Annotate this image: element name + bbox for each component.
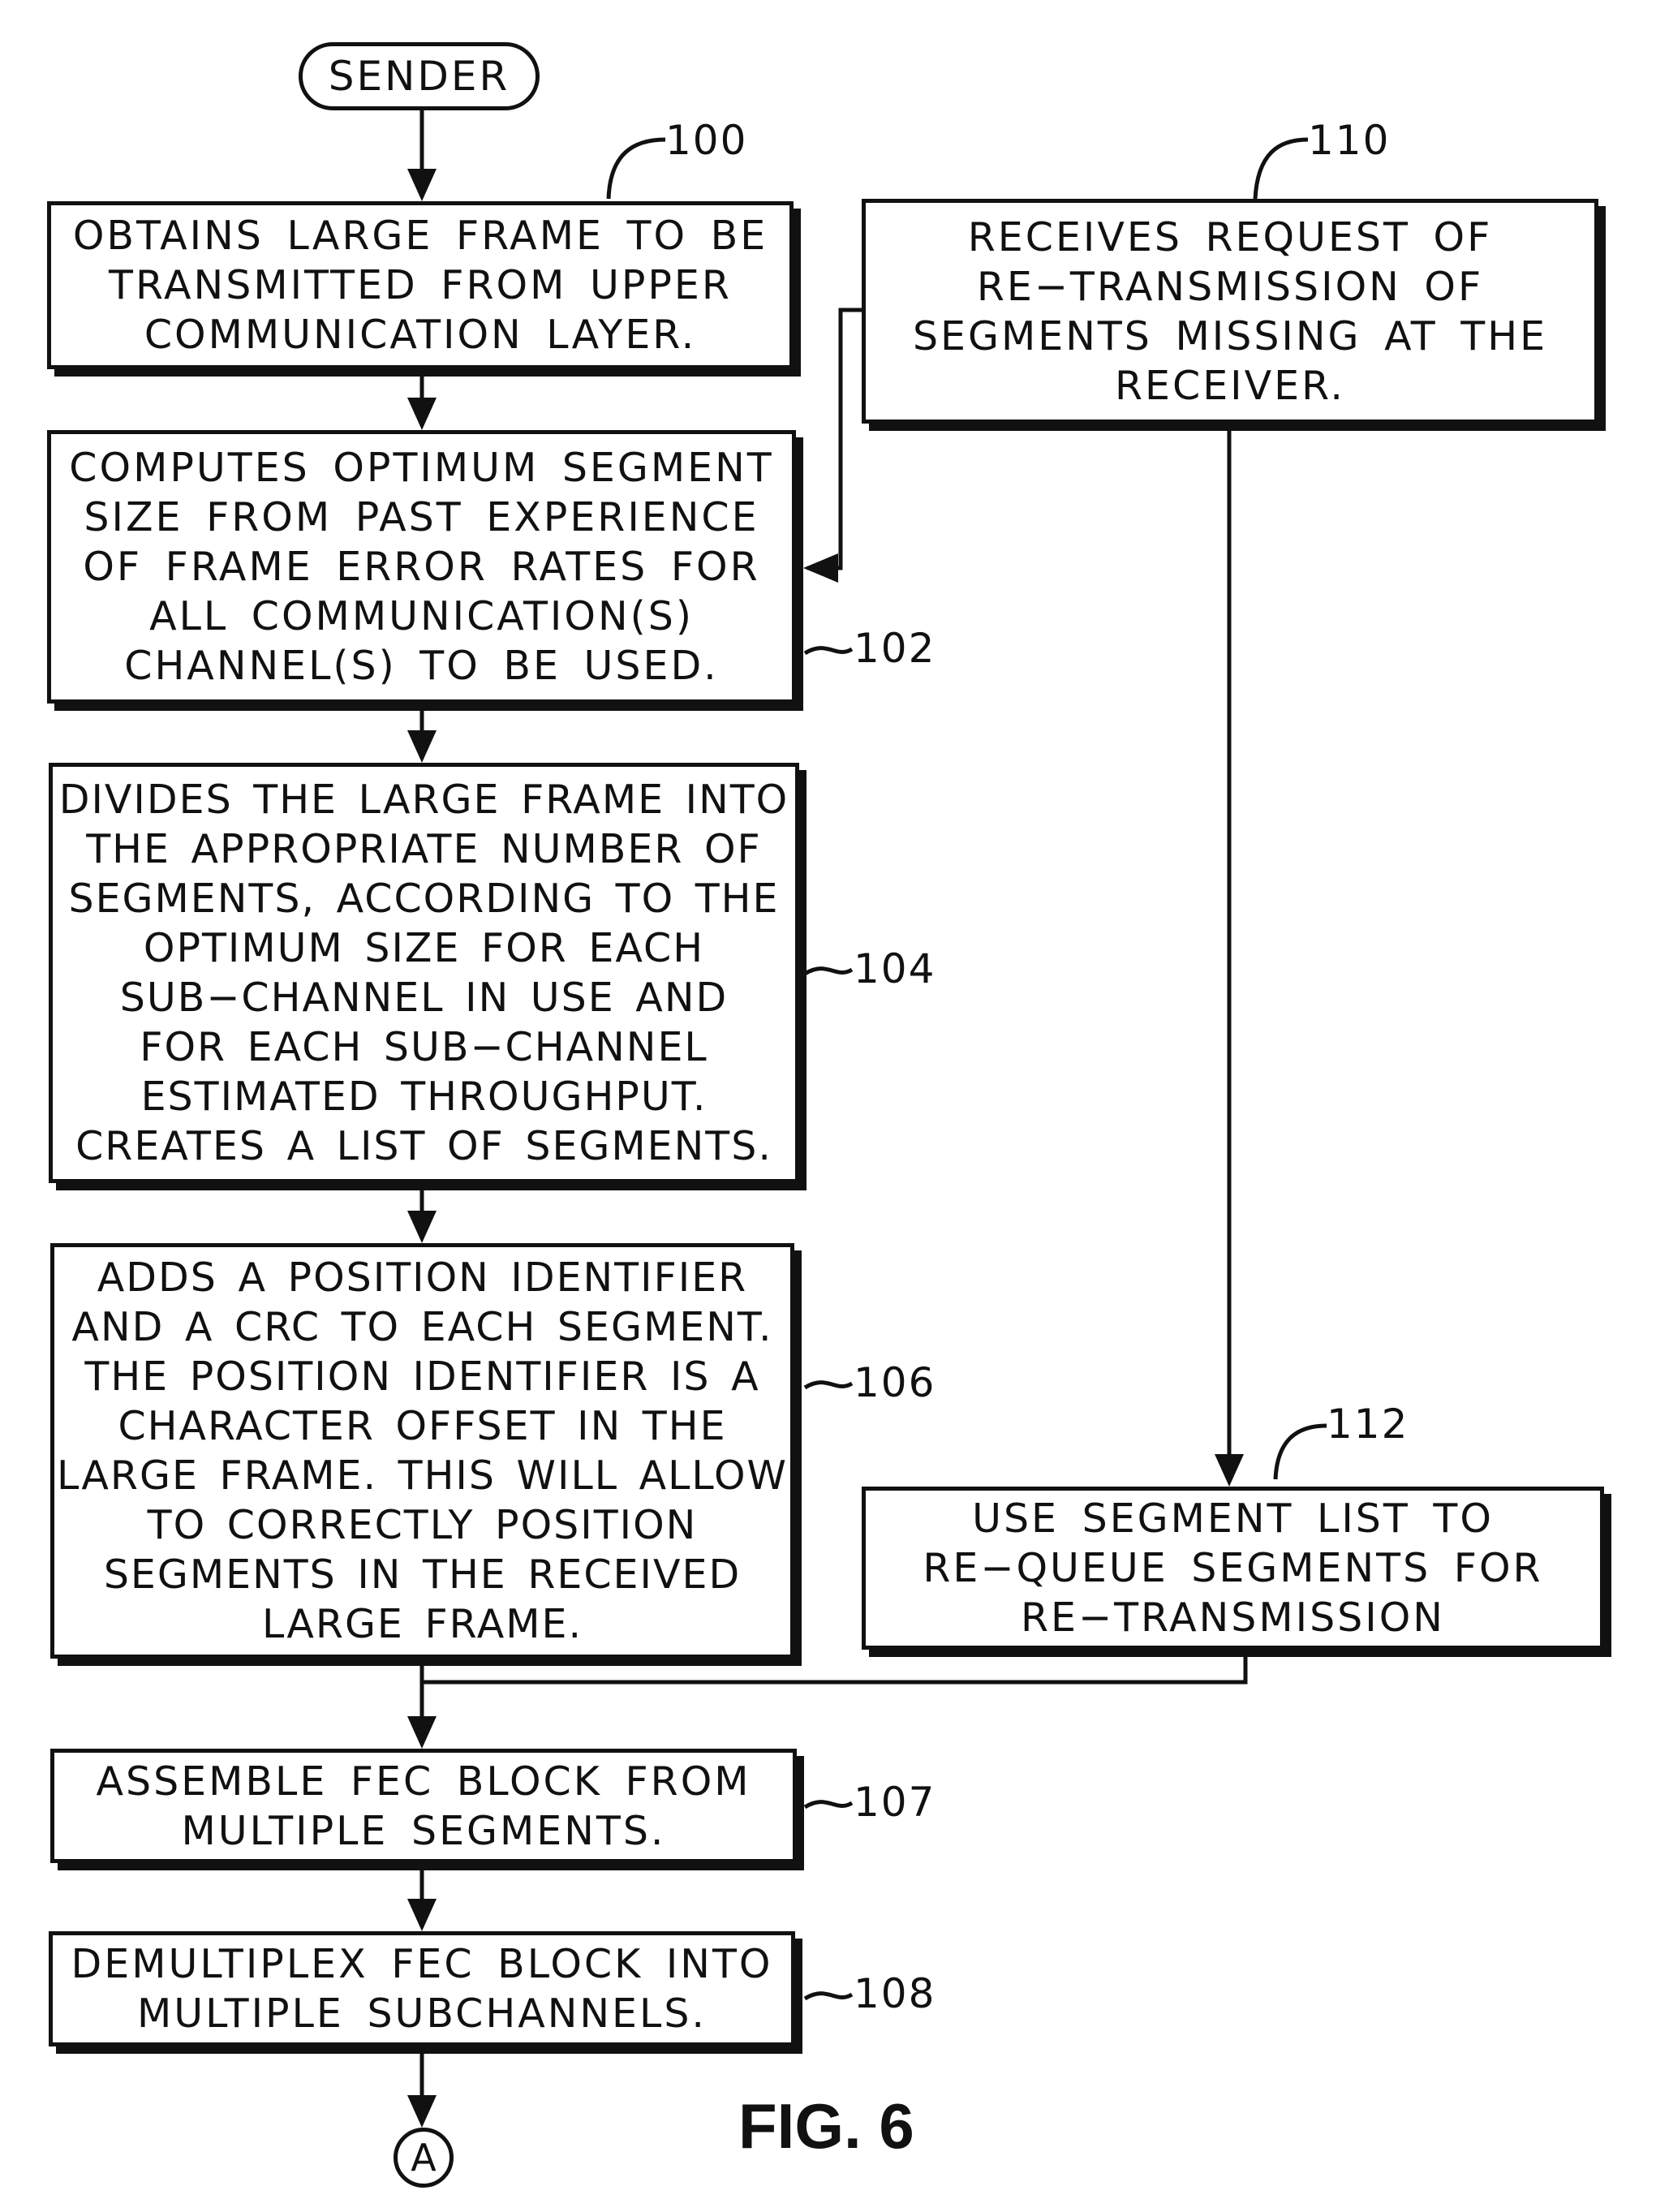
step-106-box: ADDS A POSITION IDENTIFIER AND A CRC TO … — [50, 1243, 794, 1659]
leader-108 — [805, 1994, 852, 1999]
arrowhead-100 — [407, 169, 437, 201]
step-110-box: RECEIVES REQUEST OF RE−TRANSMISSION OF S… — [862, 199, 1598, 424]
arrowhead-112 — [1215, 1454, 1244, 1487]
step-107-box: ASSEMBLE FEC BLOCK FROM MULTIPLE SEGMENT… — [50, 1749, 797, 1863]
step-100-box: OBTAINS LARGE FRAME TO BE TRANSMITTED FR… — [47, 201, 794, 369]
step-112-ref: 112 — [1327, 1401, 1409, 1448]
step-102-ref: 102 — [854, 625, 936, 672]
step-110-text: RECEIVES REQUEST OF RE−TRANSMISSION OF S… — [913, 213, 1547, 411]
arrowhead-104 — [407, 730, 437, 763]
arrowhead-106 — [407, 1211, 437, 1243]
arrowhead-102 — [407, 398, 437, 430]
leader-100 — [609, 140, 665, 199]
leader-104 — [805, 969, 852, 974]
step-100-text: OBTAINS LARGE FRAME TO BE TRANSMITTED FR… — [73, 211, 768, 359]
step-102-text: COMPUTES OPTIMUM SEGMENT SIZE FROM PAST … — [69, 443, 773, 691]
leader-107 — [805, 1802, 852, 1807]
connector-label: A — [411, 2136, 436, 2180]
step-104-ref: 104 — [854, 945, 936, 992]
step-107-ref: 107 — [854, 1779, 936, 1826]
step-100-ref: 100 — [665, 117, 747, 164]
arrow-110-to-102 — [807, 310, 867, 568]
step-102-box: COMPUTES OPTIMUM SEGMENT SIZE FROM PAST … — [47, 430, 796, 704]
step-106-ref: 106 — [854, 1359, 936, 1406]
arrowhead-connector — [407, 2095, 437, 2128]
step-108-ref: 108 — [854, 1970, 936, 2017]
step-104-text: DIVIDES THE LARGE FRAME INTO THE APPROPR… — [59, 775, 789, 1171]
arrowhead-into-102 — [803, 553, 838, 583]
offpage-connector-a: A — [394, 2128, 454, 2188]
step-112-box: USE SEGMENT LIST TO RE−QUEUE SEGMENTS FO… — [862, 1487, 1604, 1650]
leader-112 — [1275, 1426, 1327, 1479]
step-110-ref: 110 — [1308, 117, 1390, 164]
sender-terminal: SENDER — [299, 42, 540, 110]
sender-label: SENDER — [329, 53, 510, 100]
step-106-text: ADDS A POSITION IDENTIFIER AND A CRC TO … — [57, 1253, 788, 1649]
step-104-box: DIVIDES THE LARGE FRAME INTO THE APPROPR… — [49, 763, 799, 1183]
step-108-text: DEMULTIPLEX FEC BLOCK INTO MULTIPLE SUBC… — [71, 1939, 773, 2038]
step-112-text: USE SEGMENT LIST TO RE−QUEUE SEGMENTS FO… — [923, 1494, 1542, 1642]
leader-102 — [805, 648, 852, 653]
step-107-text: ASSEMBLE FEC BLOCK FROM MULTIPLE SEGMENT… — [96, 1757, 751, 1856]
arrowhead-108 — [407, 1899, 437, 1931]
step-108-box: DEMULTIPLEX FEC BLOCK INTO MULTIPLE SUBC… — [49, 1931, 795, 2046]
arrowhead-107 — [407, 1716, 437, 1749]
leader-106 — [805, 1383, 852, 1388]
leader-110 — [1255, 140, 1308, 199]
figure-label: FIG. 6 — [738, 2089, 914, 2163]
